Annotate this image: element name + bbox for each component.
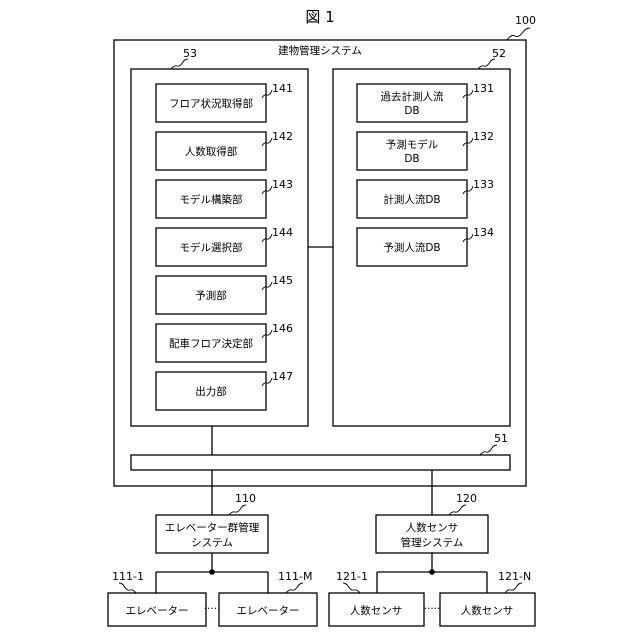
storage-db-ref: 134 — [473, 226, 494, 239]
storage-db-ref: 131 — [473, 82, 494, 95]
processor-unit-ref: 141 — [272, 82, 293, 95]
sensor-right-ref: 121-N — [498, 570, 531, 583]
elevator-left-leader — [119, 583, 136, 593]
elevator-group-leader — [229, 505, 246, 515]
elevator-right-label: エレベーター — [237, 605, 300, 617]
storage-db-label: 計測人流DB — [383, 193, 440, 206]
processor-unit-ref: 145 — [272, 274, 293, 287]
building-system-leader — [507, 28, 530, 40]
storage-db-label-2: DB — [404, 153, 419, 165]
sensor-left-leader — [343, 583, 360, 593]
elevator-left-ref: 111-1 — [112, 570, 144, 583]
processor-unit-ref: 144 — [272, 226, 293, 239]
storage-ref: 52 — [492, 47, 506, 60]
sensor-left-label: 人数センサ — [350, 604, 403, 617]
sensor-system-leader — [449, 505, 466, 515]
elevator-left-label: エレベーター — [126, 605, 189, 617]
sensor-right-label: 人数センサ — [461, 604, 514, 617]
processor-ref: 53 — [183, 47, 197, 60]
processor-unit-label: フロア状況取得部 — [169, 97, 253, 110]
storage-db-label: 過去計測人流 — [381, 90, 444, 103]
processor-unit-label: 予測部 — [195, 289, 227, 302]
elevator-group-ref: 110 — [235, 492, 256, 505]
sensor-system-label-2: 管理システム — [401, 536, 464, 549]
building-system-label: 建物管理システム — [278, 44, 362, 57]
elevator-group-label-2: システム — [191, 537, 233, 549]
processor-unit-label: モデル構築部 — [180, 193, 243, 206]
elevator-right-ref: 111-M — [278, 570, 312, 583]
processor-unit-ref: 146 — [272, 322, 293, 335]
elevator-ellipsis: ····· — [204, 603, 221, 615]
sensor-system-ref: 120 — [456, 492, 477, 505]
sensor-ellipsis: ····· — [424, 603, 441, 615]
storage-db-label: 予測人流DB — [383, 241, 440, 254]
storage-db-ref: 132 — [473, 130, 494, 143]
sensor-right-leader — [505, 583, 522, 593]
sensor-system-label-1: 人数センサ — [406, 521, 459, 534]
storage-db-label: 予測モデル — [386, 138, 439, 151]
storage-db-label-2: DB — [404, 105, 419, 117]
sensor-left-ref: 121-1 — [336, 570, 368, 583]
elevator-group-label-1: エレベーター群管理 — [165, 521, 260, 534]
processor-unit-label: 出力部 — [195, 385, 227, 398]
figure-title: 図 1 — [305, 8, 334, 26]
processor-unit-ref: 147 — [272, 370, 293, 383]
storage-db-ref: 133 — [473, 178, 494, 191]
processor-unit-label: 配車フロア決定部 — [169, 337, 253, 350]
building-system-ref: 100 — [515, 14, 536, 27]
bus-ref: 51 — [494, 432, 508, 445]
processor-unit-ref: 142 — [272, 130, 293, 143]
processor-unit-ref: 143 — [272, 178, 293, 191]
processor-unit-label: モデル選択部 — [180, 241, 243, 254]
elevator-right-leader — [286, 583, 303, 593]
bus-bar — [131, 455, 510, 470]
processor-unit-label: 人数取得部 — [185, 145, 238, 158]
